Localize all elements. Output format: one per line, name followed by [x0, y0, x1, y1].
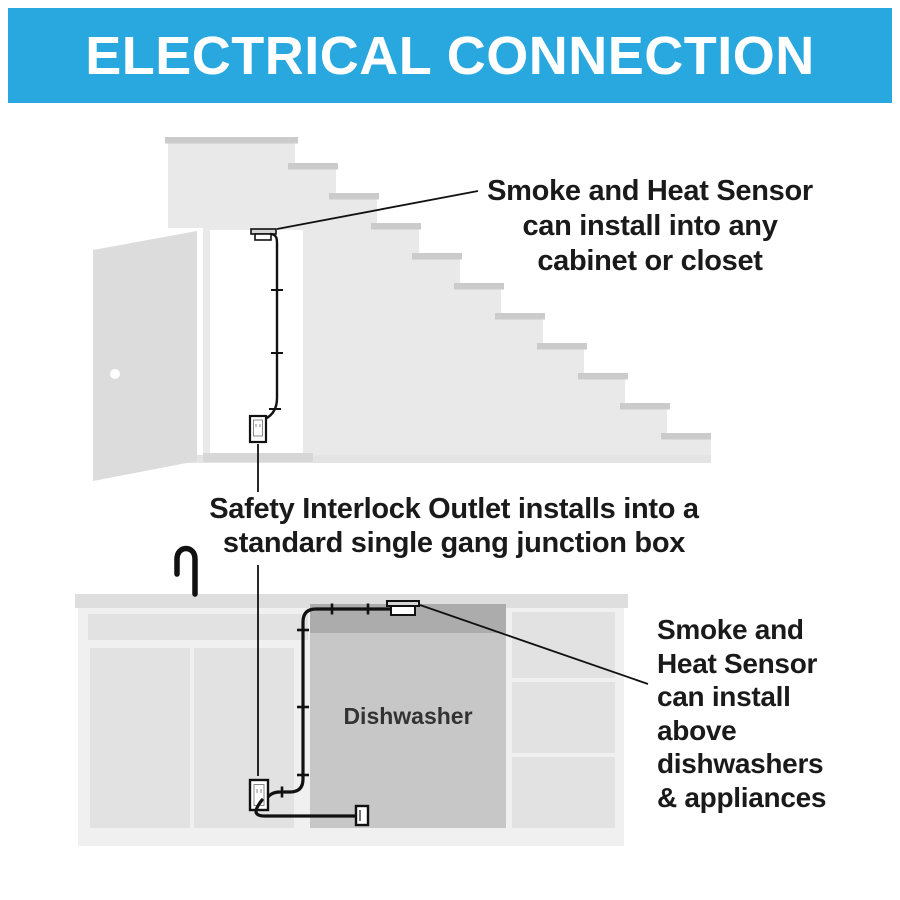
- cabinet-door-panel: [512, 682, 615, 753]
- leader-kitchen-sensor: [419, 604, 649, 685]
- cabinet-panels: [88, 612, 615, 828]
- stair-tread: [578, 373, 628, 380]
- door-knob-icon: [110, 369, 120, 379]
- cabinet-door-panel: [194, 648, 294, 828]
- stair-tread: [537, 343, 587, 350]
- cabinet-door-panel: [90, 648, 190, 828]
- stair-tread: [454, 283, 504, 290]
- closet-smoke-heat-sensor-icon: [250, 228, 277, 241]
- stair-tread: [495, 313, 545, 320]
- stair-tread: [620, 403, 670, 410]
- dishwasher-body: [310, 604, 506, 828]
- leader-lines: [257, 190, 649, 776]
- page-title: ELECTRICAL CONNECTION: [85, 25, 815, 86]
- stair-tread: [371, 223, 421, 230]
- power-plug-icon: [354, 804, 370, 827]
- stair-tread: [288, 163, 338, 170]
- leader-closet-sensor: [276, 190, 479, 230]
- stair-tread: [329, 193, 379, 200]
- faucet-icon: [174, 545, 198, 597]
- appliance-cord: [254, 798, 370, 827]
- dishwasher-label: Dishwasher: [343, 703, 473, 729]
- kitchen-sensor-note: Smoke and Heat Sensor can install above …: [657, 614, 827, 813]
- floor-line: [148, 455, 711, 463]
- closet-sensor-note: Smoke and Heat Sensor can install into a…: [487, 175, 813, 277]
- closet-door: [93, 231, 197, 481]
- stair-tread: [165, 137, 298, 144]
- closet-interlock-outlet-icon: [248, 414, 268, 444]
- kitchen-illustration: [75, 545, 628, 846]
- interlock-outlet-note: Safety Interlock Outlet installs into a …: [209, 493, 699, 559]
- cabinet-door-panel: [512, 757, 615, 828]
- door-panel: [93, 231, 197, 481]
- stair-tread: [412, 253, 462, 260]
- staircase-closet-illustration: [93, 137, 711, 481]
- drawer-panel: [88, 614, 308, 640]
- stair-treads: [165, 137, 711, 440]
- kitchen-smoke-heat-sensor-icon: [386, 600, 420, 616]
- staircase-body: [168, 143, 711, 455]
- stair-tread: [661, 433, 711, 440]
- header-banner: ELECTRICAL CONNECTION: [8, 8, 892, 103]
